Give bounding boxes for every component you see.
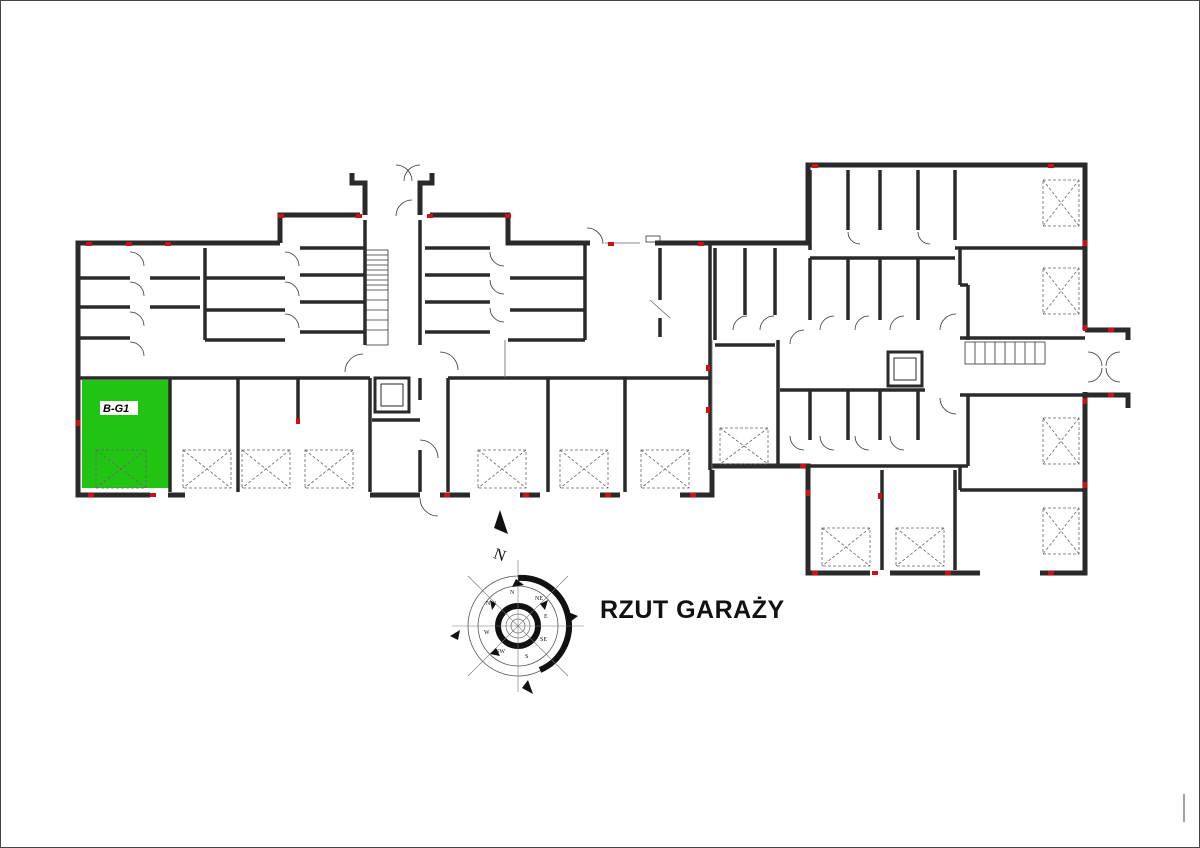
compass-nw: NW bbox=[486, 601, 496, 607]
compass-se: SE bbox=[540, 637, 547, 643]
structural-columns bbox=[76, 164, 1114, 575]
parking-bays bbox=[95, 179, 1080, 567]
compass-e: E bbox=[544, 614, 548, 620]
doors bbox=[129, 164, 1121, 517]
garage-unit-highlight[interactable] bbox=[82, 380, 169, 488]
unit-label-box bbox=[100, 401, 138, 415]
compass-s: S bbox=[525, 654, 528, 660]
unit-label: B-G1 bbox=[103, 403, 129, 415]
compass-sw: SW bbox=[496, 649, 505, 655]
elevators bbox=[373, 350, 924, 414]
plan-title: RZUT GARAŻY bbox=[600, 596, 785, 624]
light-partitions bbox=[504, 235, 713, 470]
compass-n: N bbox=[510, 590, 515, 596]
north-arrow-icon bbox=[494, 510, 508, 534]
stairs bbox=[365, 249, 1046, 365]
exterior-walls bbox=[75, 162, 1131, 576]
compass-ne: NE bbox=[535, 596, 543, 602]
compass-rose: N N NE E SE S SW W NW bbox=[450, 510, 584, 694]
north-label: N bbox=[491, 545, 508, 565]
interior-walls bbox=[80, 170, 1085, 570]
compass-w: W bbox=[484, 630, 490, 636]
